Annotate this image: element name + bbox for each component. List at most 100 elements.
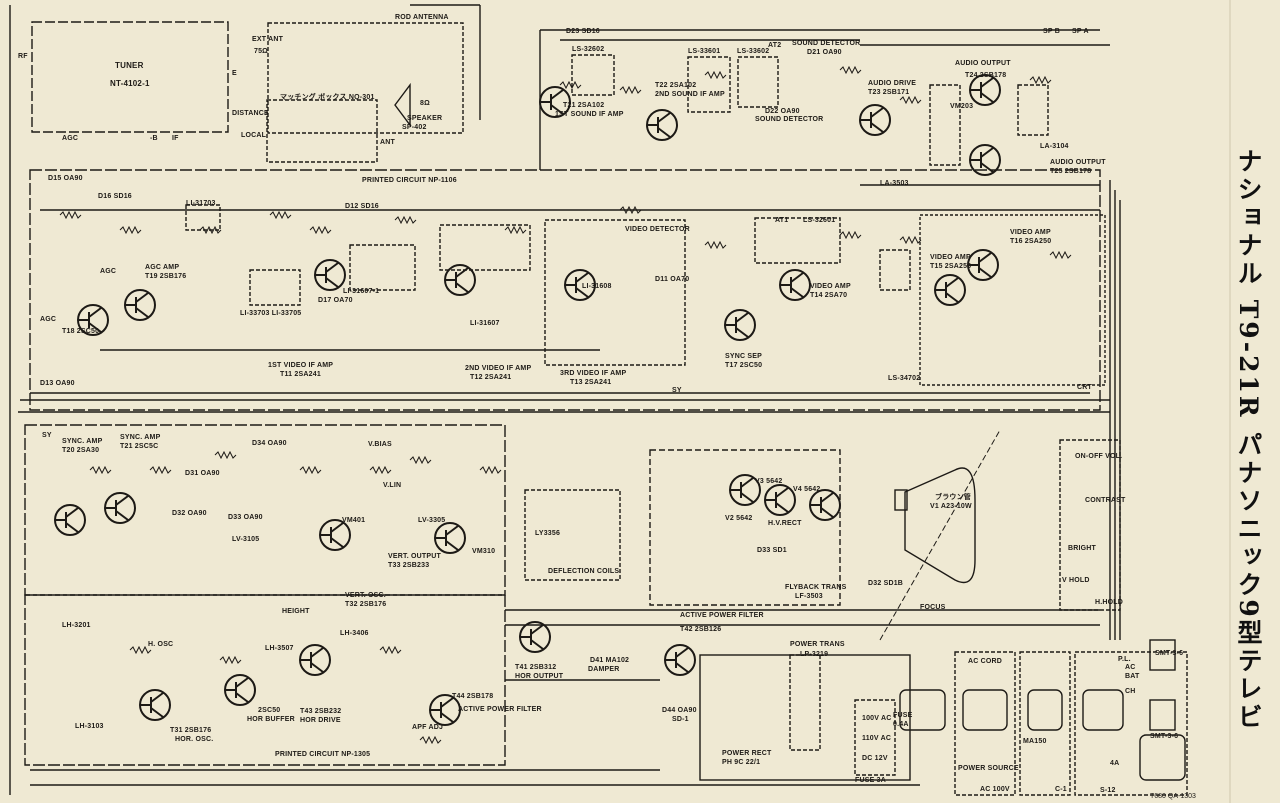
ac-cord-label: AC CORD: [968, 658, 1003, 665]
fuse-4a-label: 4A: [1110, 760, 1120, 767]
sound-detector2-label: SOUND DETECTOR: [755, 116, 824, 123]
sound-if2-label: 2ND SOUND IF AMP: [655, 91, 725, 98]
board-np1305-label: PRINTED CIRCUIT NP-1305: [275, 751, 371, 758]
resistor-symbol: [839, 65, 862, 75]
ls33602-label: LS-33602: [737, 48, 770, 55]
transistor-leads: [315, 262, 339, 288]
resistor-symbol: [409, 455, 432, 465]
tuner-model: NT-4102-1: [110, 79, 150, 88]
d11-label: D11 OA70: [655, 276, 690, 283]
power-rect-label: POWER RECT: [722, 750, 772, 757]
transistor-leads: [435, 525, 459, 551]
li33703-label: LI-33703 LI-33705: [240, 310, 302, 317]
t43-label: T43 2SB232: [300, 708, 342, 715]
tuner-if: IF: [172, 135, 179, 142]
t17-label: T17 2SC50: [725, 362, 763, 369]
resistor-symbol: [119, 225, 142, 235]
d44-type: SD-1: [672, 716, 689, 723]
transistor-leads: [968, 252, 992, 278]
li31607-label: LI-31607: [470, 320, 500, 327]
vif3-label: 3RD VIDEO IF AMP: [560, 370, 627, 377]
local-label: LOCAL: [241, 132, 267, 139]
h-hold-control: H.HOLD: [1095, 599, 1124, 606]
t42-label: T42 2SB126: [680, 626, 722, 633]
transistor-leads: [125, 292, 149, 318]
sy-label: SY: [42, 432, 52, 439]
t31-label: T31 2SB176: [170, 727, 212, 734]
active-power-filter-label: ACTIVE POWER FILTER: [680, 612, 764, 619]
transistor-leads: [520, 624, 544, 650]
transistor-leads: [665, 647, 689, 673]
hv-rect-label: H.V.RECT: [768, 520, 802, 527]
hor-osc-label: HOR. OSC.: [175, 736, 214, 743]
resistor-symbol: [59, 210, 82, 220]
sync-amp1-label: SYNC. AMP: [62, 438, 103, 445]
resistor-symbol: [504, 225, 527, 235]
vert-output-label: VERT. OUTPUT: [388, 553, 441, 560]
d12-label: D12 SD16: [345, 203, 379, 210]
pilot-lamp-label: P.L.: [1118, 656, 1131, 663]
deflection-coils-label: DEFLECTION COILS: [548, 568, 620, 575]
h-osc-control: H. OSC: [148, 641, 174, 648]
agc-amp-label: AGC AMP: [145, 264, 180, 271]
d32-sd1b-label: D32 SD1B: [868, 580, 904, 587]
t14-label: T14 2SA70: [810, 292, 848, 299]
distance-label: DISTANCE: [232, 110, 269, 117]
transistor-leads: [935, 277, 959, 303]
d41-label: D41 MA102: [590, 657, 630, 664]
transistor-leads: [140, 692, 164, 718]
ls32602-label: LS-32602: [572, 46, 605, 53]
tuner-agc: AGC: [62, 135, 79, 142]
vert-osc-label: VERT. OSC.: [345, 592, 386, 599]
li31607-1-label: LI-31607-1: [343, 288, 380, 295]
t23-label: T23 2SB171: [868, 89, 910, 96]
v110-label: 110V AC: [862, 735, 892, 742]
tuner-e: E: [232, 70, 237, 77]
t13-label: T13 2SA241: [570, 379, 612, 386]
crt-terminal: CRT: [1077, 384, 1092, 391]
v-bias-label: V.BIAS: [368, 441, 392, 448]
ext-ant-impedance: 75Ω: [254, 48, 268, 55]
d17-label: D17 OA70: [318, 297, 353, 304]
v4-label: V4 5642: [793, 486, 821, 493]
audio-drive-label: AUDIO DRIVE: [868, 80, 917, 87]
resistor-symbol: [839, 230, 862, 240]
audio-output1-label: AUDIO OUTPUT: [955, 60, 1011, 67]
transistor-leads: [300, 647, 324, 673]
fuse1-label: FUSE: [893, 712, 913, 719]
vif1-label: 1ST VIDEO IF AMP: [268, 362, 334, 369]
resistor-symbol: [1029, 75, 1052, 85]
transistor-leads: [320, 522, 344, 548]
at1-label: AT1: [775, 217, 789, 224]
power-trans-label: POWER TRANS: [790, 641, 845, 648]
d32-label: D32 OA90: [172, 510, 207, 517]
smt1-label: SMT-3-6: [1155, 650, 1184, 657]
sp-b-terminal: SP B: [1043, 28, 1061, 35]
hor-buffer-label: HOR BUFFER: [247, 716, 295, 723]
smt2-label: SMT-3-6: [1150, 733, 1179, 740]
schematic-title: ナショナル T9-21R パナソニック9型テレビ: [1234, 148, 1263, 732]
s12-label: S-12: [1100, 787, 1116, 794]
speaker-label: SPEAKER: [407, 115, 443, 122]
ant-label: ANT: [380, 139, 395, 146]
li31703-label: LI-31703: [186, 200, 216, 207]
resistor-symbol: [479, 465, 502, 475]
t15-label: T15 2SA250: [930, 263, 972, 270]
resistor-symbol: [619, 205, 642, 215]
transistor-leads: [445, 267, 469, 293]
transistor-leads: [780, 272, 804, 298]
transistor-leads: [860, 107, 884, 133]
power-rect-model: PH 9C 22/1: [722, 759, 761, 766]
vm203-label: VM203: [950, 103, 974, 110]
d33-sd1-label: D33 SD1: [757, 547, 787, 554]
resistor-symbol: [369, 465, 392, 475]
t18-label: T18 2SC50: [62, 328, 100, 335]
t12-label: T12 2SA241: [470, 374, 512, 381]
video-amp3-label: VIDEO AMP: [1010, 229, 1051, 236]
audio-output2-label: AUDIO OUTPUT: [1050, 159, 1106, 166]
rod-antenna-label: ROD ANTENNA: [395, 14, 449, 21]
lh3103-label: LH-3103: [75, 723, 104, 730]
hor-drive-label: HOR DRIVE: [300, 717, 341, 724]
flyback-label: FLYBACK TRANS: [785, 584, 847, 591]
ch-switch-label: CH: [1125, 688, 1136, 695]
